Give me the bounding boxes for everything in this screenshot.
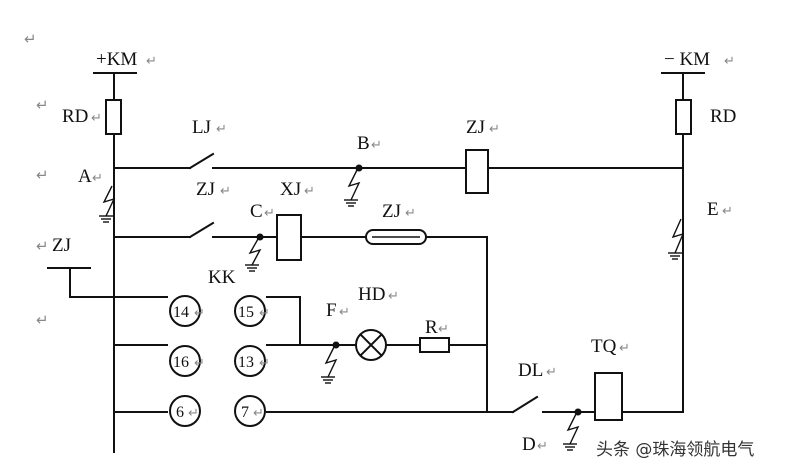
- terminal-row-16-13: [113, 329, 488, 361]
- return-mark: ↵: [339, 305, 350, 320]
- terminal-label: 15: [238, 304, 254, 321]
- label-minus-km: − KM: [664, 49, 710, 70]
- label-zj-side: ZJ: [52, 235, 71, 256]
- terminal-label: 6: [176, 404, 184, 421]
- terminal-row-6-7: [113, 372, 684, 421]
- return-mark: ↵: [537, 439, 548, 454]
- label-c: C: [250, 201, 263, 222]
- label-dl: DL: [518, 360, 543, 381]
- return-mark: ↵: [438, 322, 449, 337]
- return-mark: ↵: [220, 184, 231, 199]
- node-c: [256, 233, 264, 241]
- zj-coil: [465, 149, 489, 194]
- label-f: F: [326, 300, 337, 321]
- ground-symbol-f: [321, 346, 338, 384]
- ground-symbol-c: [245, 238, 262, 272]
- node-b: [355, 164, 363, 172]
- return-mark: ↵: [371, 138, 382, 153]
- terminal-6: [169, 395, 201, 427]
- return-mark: ↵: [619, 341, 630, 356]
- terminal-15: [234, 295, 266, 327]
- return-mark: ↵: [722, 204, 733, 219]
- label-zj-resistor: ZJ: [382, 201, 401, 222]
- return-mark: ↵: [91, 111, 102, 126]
- r-resistor: [419, 337, 450, 353]
- terminal-7: [234, 395, 266, 427]
- label-tq: TQ: [591, 336, 617, 357]
- label-xj: XJ: [280, 179, 301, 200]
- return-mark: ↵: [304, 184, 315, 199]
- label-kk: KK: [208, 267, 236, 288]
- return-mark: ↵: [216, 122, 227, 137]
- node-f: [332, 341, 340, 349]
- terminal-label: 14: [173, 304, 189, 321]
- return-mark: ↵: [36, 311, 49, 329]
- return-mark: ↵: [92, 171, 103, 186]
- return-mark: ↵: [24, 30, 37, 48]
- return-mark: ↵: [489, 122, 500, 137]
- lj-contact: [188, 152, 215, 170]
- return-mark: ↵: [36, 237, 49, 255]
- label-rd-right: RD: [710, 106, 736, 127]
- xj-relay: [276, 214, 302, 261]
- label-hd: HD: [358, 284, 385, 305]
- return-mark: ↵: [194, 356, 205, 371]
- dl-contact: [511, 395, 539, 414]
- terminal-label: 7: [241, 404, 249, 421]
- positive-rail: [93, 72, 137, 453]
- zj-contact: [188, 221, 215, 239]
- label-rd-left: RD: [62, 106, 88, 127]
- ground-symbol-d: [563, 413, 580, 451]
- return-mark: ↵: [405, 206, 416, 221]
- return-mark: ↵: [194, 306, 205, 321]
- return-mark: ↵: [259, 356, 270, 371]
- return-mark: ↵: [188, 406, 199, 421]
- label-r: R: [425, 317, 438, 338]
- return-mark: ↵: [724, 54, 735, 69]
- return-mark: ↵: [546, 365, 557, 380]
- terminal-13: [234, 345, 266, 377]
- watermark-text: 头条 @珠海领航电气: [596, 440, 754, 460]
- label-lj: LJ: [192, 117, 211, 138]
- ground-symbol-a: [99, 185, 116, 223]
- zj-side-contact: [47, 267, 168, 298]
- terminal-label: 16: [173, 354, 189, 371]
- label-d: D: [522, 434, 536, 455]
- fuse-rd-right: [675, 99, 692, 135]
- negative-rail: [661, 72, 705, 413]
- terminal-14: [169, 295, 201, 327]
- tq-coil: [594, 372, 623, 421]
- label-zj-contact: ZJ: [196, 179, 215, 200]
- return-mark: ↵: [146, 54, 157, 69]
- terminal-label: 13: [238, 354, 254, 371]
- label-a: A: [78, 166, 92, 187]
- fuse-rd-left: [105, 99, 122, 135]
- label-b: B: [357, 133, 370, 154]
- return-mark: ↵: [253, 406, 264, 421]
- label-zj-coil: ZJ: [466, 117, 485, 138]
- terminal-16: [169, 345, 201, 377]
- terminal-row-14-15: [266, 296, 301, 346]
- ground-symbol-b: [344, 169, 361, 207]
- rung-lj: [113, 149, 684, 194]
- label-e: E: [707, 199, 719, 220]
- label-plus-km: +KM: [96, 49, 137, 70]
- return-mark: ↵: [388, 289, 399, 304]
- ground-symbol-e: [668, 218, 685, 260]
- return-mark: ↵: [36, 96, 49, 114]
- node-d: [574, 408, 582, 416]
- return-mark: ↵: [259, 306, 270, 321]
- return-mark: ↵: [264, 206, 275, 221]
- rung-zj: [113, 214, 488, 413]
- return-mark: ↵: [36, 166, 49, 184]
